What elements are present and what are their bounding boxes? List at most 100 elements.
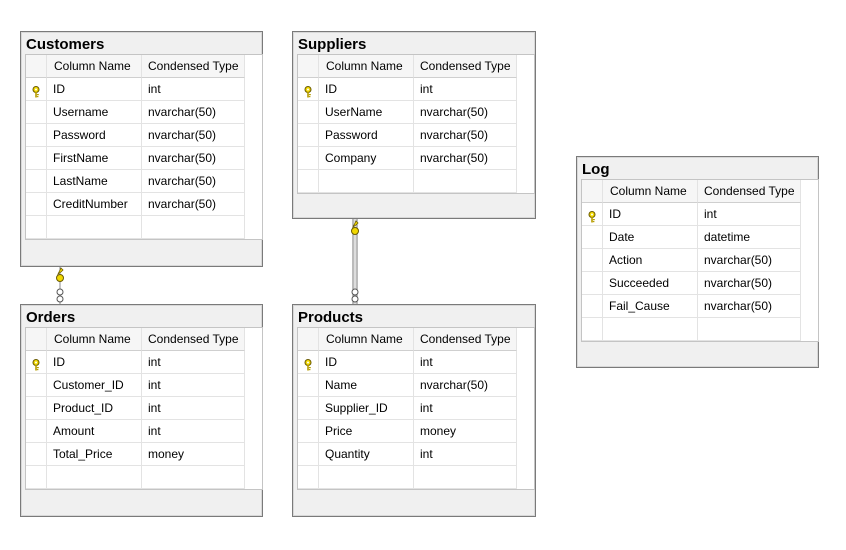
row-selector[interactable] [26,374,47,397]
row-selector[interactable] [26,170,47,193]
column-type-cell[interactable]: int [414,443,517,466]
column-type-cell[interactable]: nvarchar(50) [142,193,245,216]
column-type-cell[interactable]: int [414,78,517,101]
column-name-cell[interactable] [319,170,414,193]
row-selector[interactable] [298,124,319,147]
row-selector[interactable] [26,216,47,239]
column-type-cell[interactable]: datetime [698,226,801,249]
empty-new-row[interactable] [298,170,534,193]
row-selector[interactable] [26,101,47,124]
table-title[interactable]: Products [298,309,364,326]
column-type-cell[interactable]: nvarchar(50) [414,124,517,147]
column-type-cell[interactable]: int [142,351,245,374]
column-name-header[interactable]: Column Name [603,180,698,203]
empty-new-row[interactable] [26,216,262,239]
column-name-cell[interactable]: LastName [47,170,142,193]
row-selector[interactable] [26,466,47,489]
column-type-cell[interactable]: nvarchar(50) [698,295,801,318]
table-title[interactable]: Customers [26,36,105,53]
column-name-cell[interactable]: ID [319,351,414,374]
row-selector[interactable] [26,78,47,101]
column-type-cell[interactable]: nvarchar(50) [142,170,245,193]
condensed-type-header[interactable]: Condensed Type [142,328,245,351]
column-type-cell[interactable]: int [142,397,245,420]
row-selector[interactable] [582,249,603,272]
row-selector[interactable] [26,147,47,170]
row-selector[interactable] [26,397,47,420]
column-type-cell[interactable]: int [142,420,245,443]
column-name-cell[interactable] [47,216,142,239]
column-name-cell[interactable]: Name [319,374,414,397]
column-name-cell[interactable]: Succeeded [603,272,698,295]
row-selector[interactable] [582,295,603,318]
column-type-cell[interactable] [142,466,245,489]
empty-new-row[interactable] [298,466,534,489]
column-name-cell[interactable]: Supplier_ID [319,397,414,420]
column-type-cell[interactable]: nvarchar(50) [698,249,801,272]
row-selector[interactable] [298,466,319,489]
column-name-cell[interactable]: Username [47,101,142,124]
table-title[interactable]: Orders [26,309,76,326]
column-type-cell[interactable]: int [698,203,801,226]
row-selector[interactable] [26,443,47,466]
column-type-cell[interactable]: nvarchar(50) [414,101,517,124]
column-type-cell[interactable] [414,466,517,489]
row-selector[interactable] [298,397,319,420]
relationship-customers-orders[interactable] [56,267,64,304]
column-name-cell[interactable] [603,318,698,341]
column-type-cell[interactable]: nvarchar(50) [698,272,801,295]
column-type-cell[interactable]: int [414,351,517,374]
column-name-cell[interactable] [47,466,142,489]
column-name-cell[interactable]: Fail_Cause [603,295,698,318]
column-type-cell[interactable]: nvarchar(50) [414,374,517,397]
row-selector[interactable] [298,374,319,397]
row-selector[interactable] [26,351,47,374]
column-name-cell[interactable]: Product_ID [47,397,142,420]
column-name-cell[interactable]: Quantity [319,443,414,466]
column-type-cell[interactable]: money [414,420,517,443]
condensed-type-header[interactable]: Condensed Type [142,55,245,78]
empty-new-row[interactable] [26,466,262,489]
relationship-suppliers-products[interactable] [351,219,359,304]
column-name-cell[interactable]: Total_Price [47,443,142,466]
column-type-cell[interactable]: nvarchar(50) [142,147,245,170]
row-selector[interactable] [26,420,47,443]
row-selector[interactable] [26,124,47,147]
column-type-cell[interactable]: nvarchar(50) [142,124,245,147]
row-selector[interactable] [582,203,603,226]
column-type-cell[interactable] [698,318,801,341]
column-name-cell[interactable]: Price [319,420,414,443]
condensed-type-header[interactable]: Condensed Type [414,55,517,78]
column-type-cell[interactable]: nvarchar(50) [142,101,245,124]
column-type-cell[interactable] [414,170,517,193]
condensed-type-header[interactable]: Condensed Type [698,180,801,203]
table-title[interactable]: Suppliers [298,36,367,53]
column-name-cell[interactable]: ID [47,351,142,374]
row-selector[interactable] [298,147,319,170]
row-selector[interactable] [582,226,603,249]
row-selector[interactable] [298,351,319,374]
column-name-cell[interactable]: Password [319,124,414,147]
column-name-cell[interactable]: CreditNumber [47,193,142,216]
column-name-cell[interactable]: Action [603,249,698,272]
column-name-cell[interactable]: Amount [47,420,142,443]
column-name-cell[interactable]: FirstName [47,147,142,170]
column-type-cell[interactable]: money [142,443,245,466]
